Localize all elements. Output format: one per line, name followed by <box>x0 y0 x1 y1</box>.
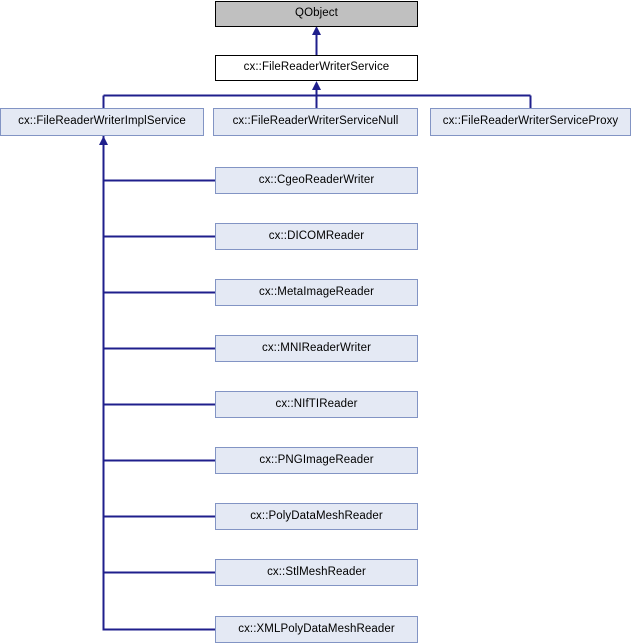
class-node-xmlpolydatameshreader[interactable]: cx::XMLPolyDataMeshReader <box>215 616 418 643</box>
class-node-cgeoreaderwriter[interactable]: cx::CgeoReaderWriter <box>215 167 418 194</box>
class-node-stlmeshreader[interactable]: cx::StlMeshReader <box>215 559 418 586</box>
class-node-dicomreader[interactable]: cx::DICOMReader <box>215 223 418 250</box>
class-node-metaimagereader[interactable]: cx::MetaImageReader <box>215 279 418 306</box>
class-node-pngimagereader[interactable]: cx::PNGImageReader <box>215 447 418 474</box>
arrowhead-service-to-qobject <box>312 26 321 35</box>
class-node-filereaderwriterservice[interactable]: cx::FileReaderWriterService <box>215 55 418 81</box>
arrowhead-subclasses-to-service <box>312 81 321 90</box>
class-node-polydatameshreader[interactable]: cx::PolyDataMeshReader <box>215 503 418 530</box>
arrowhead-readers-to-impl <box>99 136 108 145</box>
class-node-mnireaderwriter[interactable]: cx::MNIReaderWriter <box>215 335 418 362</box>
class-node-filereaderwriterservicenull[interactable]: cx::FileReaderWriterServiceNull <box>213 108 418 136</box>
class-node-niftireader[interactable]: cx::NIfTIReader <box>215 391 418 418</box>
class-node-qobject[interactable]: QObject <box>215 1 418 27</box>
class-node-filereaderwriterserviceproxy[interactable]: cx::FileReaderWriterServiceProxy <box>430 108 631 136</box>
class-node-filereaderwriterimplservice[interactable]: cx::FileReaderWriterImplService <box>0 108 204 136</box>
